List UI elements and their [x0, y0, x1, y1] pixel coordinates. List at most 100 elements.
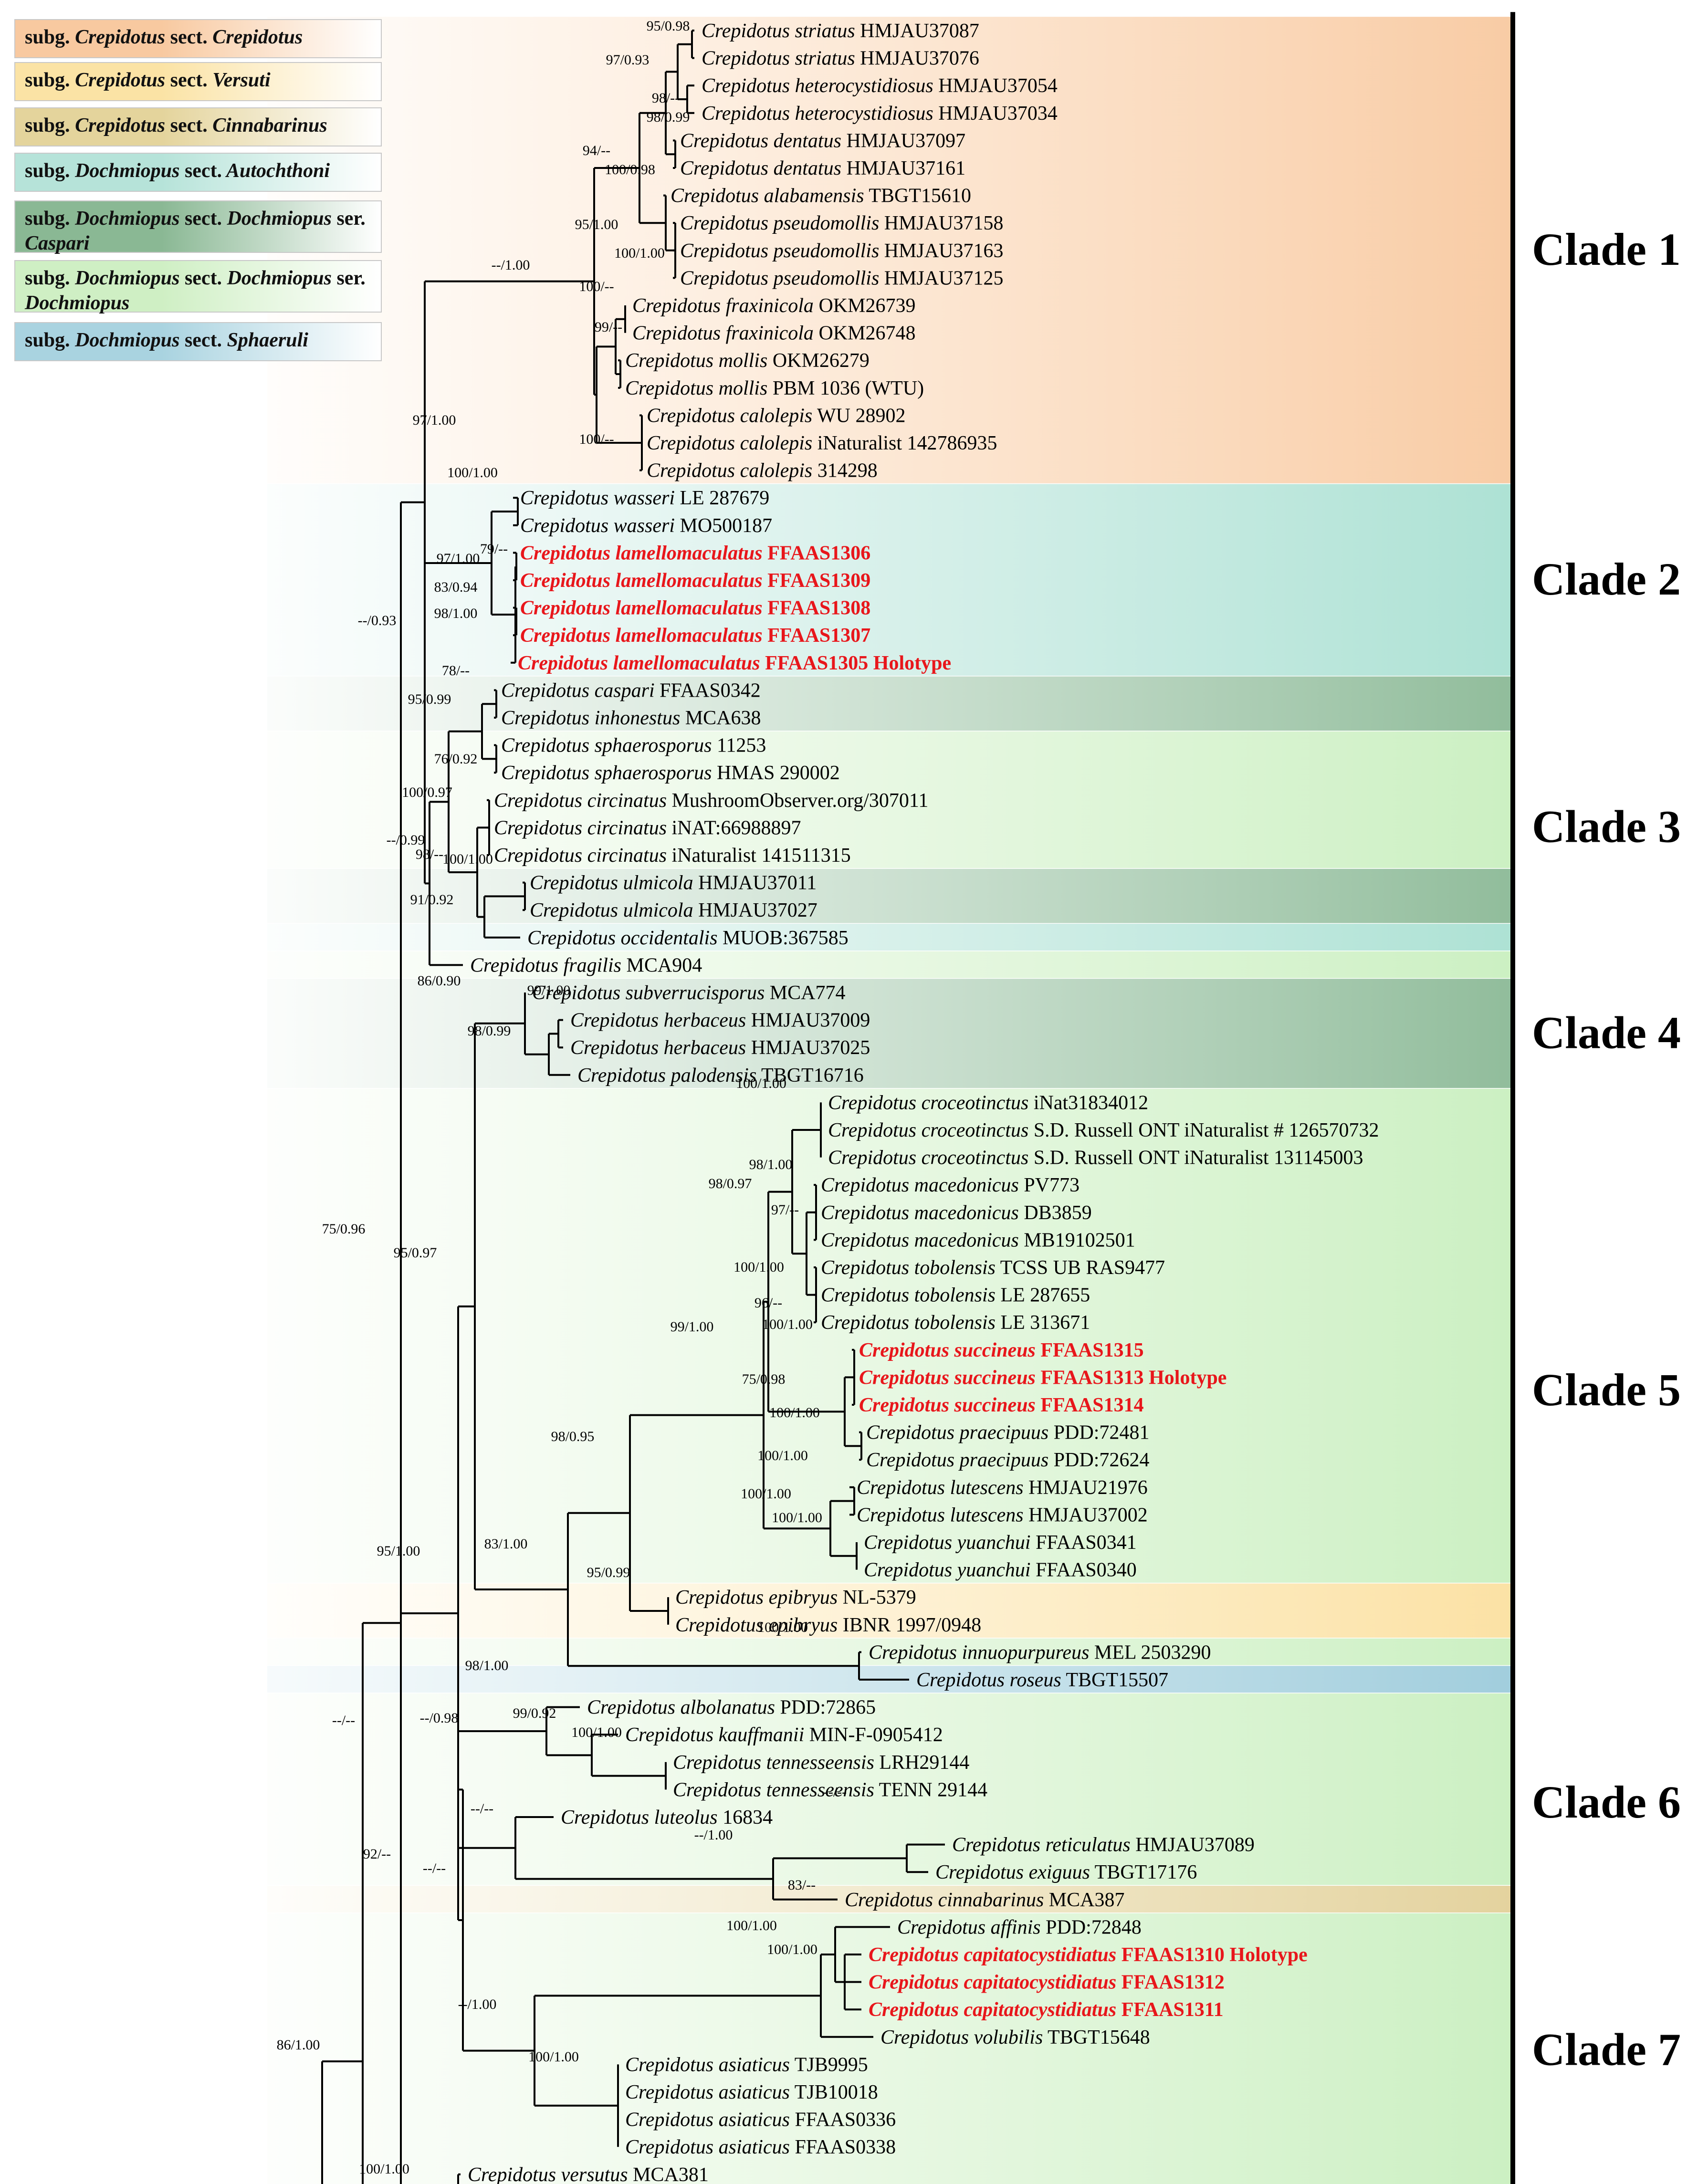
legend-item: subg. Dochmiopus sect. Dochmiopus ser. C… — [14, 200, 382, 254]
support-value: 100/1.00 — [736, 1076, 786, 1091]
tip-label: Crepidotus fragilis MCA904 — [470, 954, 702, 976]
tip-label: Crepidotus croceotinctus iNat31834012 — [828, 1092, 1148, 1114]
tip-label: Crepidotus dentatus HMJAU37097 — [680, 130, 965, 152]
tip-label: Crepidotus succineus FFAAS1313 Holotype — [859, 1367, 1226, 1389]
support-value: 100/1.00 — [447, 465, 498, 481]
tip-label: Crepidotus roseus TBGT15507 — [916, 1669, 1168, 1691]
support-value: 95/1.00 — [575, 217, 618, 232]
support-value: 83/1.00 — [484, 1536, 528, 1552]
tip-label: Crepidotus macedonicus PV773 — [821, 1174, 1079, 1196]
clade-bands — [267, 17, 1513, 2184]
support-value: 100/0.98 — [605, 162, 655, 178]
tip-label: Crepidotus ulmicola HMJAU37027 — [530, 899, 817, 921]
tip-label: Crepidotus fraxinicola OKM26739 — [632, 295, 915, 317]
tip-label: Crepidotus asiaticus FFAAS0338 — [625, 2136, 896, 2158]
tip-label: Crepidotus luteolus 16834 — [561, 1807, 773, 1829]
support-value: 83/0.94 — [434, 579, 478, 595]
support-value: 75/0.96 — [322, 1221, 366, 1237]
support-value: 78/-- — [442, 663, 470, 679]
tree-branches — [321, 30, 945, 2184]
legend-item: subg. Dochmiopus sect. Dochmiopus ser. D… — [14, 260, 382, 314]
clade-band — [267, 1693, 1513, 1886]
support-value: --/0.99 — [387, 832, 425, 848]
support-value: 100/-- — [579, 279, 614, 294]
support-value: 86/1.00 — [277, 2037, 320, 2053]
tip-label: Crepidotus capitatocystidiatus FFAAS1312 — [869, 1972, 1225, 1994]
support-value: 94/-- — [583, 143, 610, 158]
tip-label: Crepidotus epibryus NL-5379 — [675, 1587, 916, 1609]
clade-band — [267, 676, 1513, 731]
support-value: 100/1.00 — [741, 1486, 791, 1502]
tip-label: Crepidotus tennesseensis TENN 29144 — [673, 1779, 987, 1801]
support-value: 95/0.99 — [408, 691, 451, 707]
tip-label: Crepidotus succineus FFAAS1315 — [859, 1339, 1144, 1361]
tip-label: Crepidotus circinatus MushroomObserver.o… — [494, 790, 928, 812]
support-value: 95/0.98 — [647, 18, 690, 34]
tip-label: Crepidotus calolepis 314298 — [647, 460, 878, 482]
support-value: --/0.98 — [420, 1710, 459, 1726]
tip-label: Crepidotus fraxinicola OKM26748 — [632, 323, 915, 345]
support-value: 100/-- — [579, 431, 614, 447]
support-value: 97/1.00 — [413, 412, 456, 428]
support-value: 86/0.90 — [418, 973, 461, 989]
tip-label: Crepidotus herbaceus HMJAU37009 — [570, 1010, 870, 1032]
tip-label: Crepidotus calolepis iNaturalist 1427869… — [647, 432, 997, 454]
tip-label: Crepidotus lamellomaculatus FFAAS1309 — [520, 570, 870, 592]
clade-band — [267, 1913, 1513, 2184]
tip-label: Crepidotus macedonicus DB3859 — [821, 1202, 1092, 1224]
tip-label: Crepidotus circinatus iNAT:66988897 — [494, 817, 801, 839]
tip-label: Crepidotus heterocystidiosus HMJAU37034 — [702, 103, 1058, 125]
legend-item: subg. Dochmiopus sect. Sphaeruli — [14, 322, 382, 361]
tip-label: Crepidotus striatus HMJAU37087 — [702, 20, 979, 42]
support-value: 100/1.00 — [726, 1918, 777, 1933]
clade-band — [267, 868, 1513, 924]
support-value: 97/0.93 — [606, 52, 650, 68]
support-value: 100/1.00 — [359, 2161, 409, 2177]
tip-label: Crepidotus croceotinctus S.D. Russell ON… — [828, 1119, 1379, 1141]
tip-label: Crepidotus mollis PBM 1036 (WTU) — [625, 377, 924, 399]
tip-label: Crepidotus alabamensis TBGT15610 — [671, 185, 971, 207]
tip-label: Crepidotus asiaticus TJB9995 — [625, 2054, 868, 2076]
clade-label: Clade 5 — [1532, 1364, 1681, 1415]
tip-label: Crepidotus herbaceus HMJAU37025 — [570, 1037, 870, 1059]
support-value: 98/0.99 — [647, 109, 690, 125]
tip-label: Crepidotus tobolensis LE 313671 — [821, 1312, 1090, 1334]
support-value: 97/1.00 — [437, 551, 480, 566]
support-value: 98/0.99 — [468, 1023, 511, 1039]
tip-label: Crepidotus striatus HMJAU37076 — [702, 48, 979, 70]
support-value: 100/1.00 — [767, 1942, 817, 1957]
tip-label: Crepidotus praecipuus PDD:72481 — [866, 1422, 1149, 1444]
tip-label: Crepidotus sphaerosporus 11253 — [501, 735, 766, 757]
support-labels: 95/0.98 97/0.93 98/-- 98/0.99 94/-- 100/0.98 9… — [277, 18, 847, 2177]
clade-label: Clade 4 — [1532, 1007, 1681, 1058]
clade-band — [267, 979, 1513, 1089]
support-value: 91/0.92 — [410, 892, 454, 908]
tip-label: Crepidotus lamellomaculatus FFAAS1305 Ho… — [518, 652, 951, 674]
support-value: 95/1.00 — [377, 1543, 420, 1559]
support-value: 100/1.00 — [442, 851, 493, 867]
support-value: 100/1.00 — [762, 1317, 813, 1332]
clade-label: Clade 1 — [1532, 224, 1681, 275]
support-value: 100/1.00 — [571, 1724, 622, 1740]
tip-label: Crepidotus capitatocystidiatus FFAAS1310… — [869, 1944, 1308, 1966]
support-value: 100/1.00 — [772, 1510, 822, 1526]
support-value: 99/1.00 — [527, 982, 571, 998]
tip-label: Crepidotus subverrucisporus MCA774 — [532, 982, 846, 1004]
tip-label: Crepidotus capitatocystidiatus FFAAS1311 — [869, 1999, 1224, 2021]
support-value: --/1.00 — [694, 1827, 733, 1843]
tip-label: Crepidotus volubilis TBGT15648 — [880, 2027, 1150, 2048]
support-value: --/1.00 — [492, 257, 530, 273]
tip-label: Crepidotus asiaticus TJB10018 — [625, 2081, 878, 2103]
tip-label: Crepidotus pseudomollis HMJAU37163 — [680, 240, 1003, 262]
tip-label: Crepidotus lutescens HMJAU21976 — [857, 1477, 1148, 1499]
support-value: 97/-- — [771, 1202, 799, 1218]
support-value: 98/-- — [416, 846, 443, 862]
tip-label: Crepidotus lamellomaculatus FFAAS1308 — [520, 597, 870, 619]
legend-item: subg. Crepidotus sect. Cinnabarinus — [14, 107, 382, 146]
clade-band — [267, 731, 1513, 869]
tip-label: Crepidotus kauffmanii MIN-F-0905412 — [625, 1724, 943, 1746]
tip-label: Crepidotus innuopurpureus MEL 2503290 — [869, 1641, 1211, 1663]
support-value: --/-- — [471, 1801, 493, 1817]
clade-band — [267, 1583, 1513, 1639]
